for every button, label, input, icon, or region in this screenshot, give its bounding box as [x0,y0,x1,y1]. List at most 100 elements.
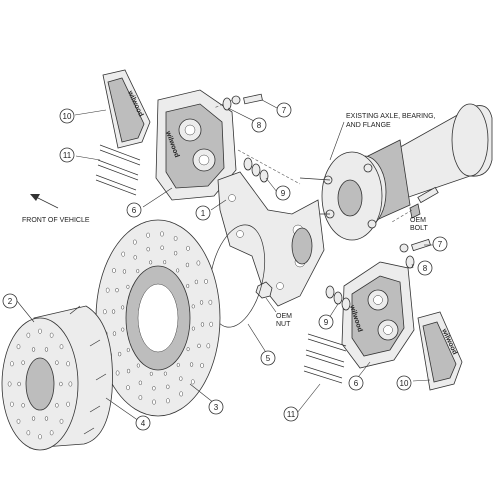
existing-axle-label-line2: AND FLANGE [346,122,391,129]
callout-washer-top: 8 [251,117,267,133]
drum-hole [59,381,63,387]
callout-circle [126,202,142,218]
callout-number: 2 [8,297,13,306]
drum-hole [49,430,54,436]
rotor-hole [163,371,167,376]
drum-hole [16,418,21,424]
oem-bolt-label-line2: BOLT [410,225,428,232]
callout-shims-bottom: 9 [318,314,334,330]
callout-number: 10 [400,379,409,388]
rotor-hole [133,239,137,245]
callout-circle [275,185,291,201]
oem-nut [255,281,273,299]
washer-top [222,97,232,111]
oem-nut-label-line1: OEM [276,313,292,320]
front-of-vehicle-arrow [30,194,59,209]
callout-ring: 5 [260,350,276,366]
callout-pad-bottom: 10 [396,375,412,391]
rotor-hole [136,268,140,274]
rotor-hole [186,245,190,251]
rotor-hole [138,380,143,386]
drum-hole [44,347,49,352]
rotor-hole [126,284,130,289]
callout-number: 10 [63,112,72,121]
drum-hole [7,381,12,387]
callout-circle [396,375,412,391]
callout-number: 11 [287,410,296,419]
callout-circle [260,350,276,366]
drum-hardware [69,305,107,435]
pins-top [95,144,141,196]
drum-hat [1,305,113,451]
rotor-hole [179,391,183,397]
callout-rotor: 3 [208,399,224,415]
rotor-hole [199,300,204,305]
caliper-top: wilwood [155,89,237,201]
callout-circle [59,147,75,163]
callout-washer-bottom: 8 [417,260,433,276]
rotor-hole [117,351,122,357]
callout-circle [432,236,448,252]
callout-number: 5 [266,354,271,363]
callout-pins-bottom: 11 [283,406,299,422]
rotor-hole [121,251,126,257]
rotor-hole [186,283,190,289]
callout-number: 7 [282,106,287,115]
front-of-vehicle-label: FRONT OF VEHICLE [22,217,90,224]
callout-circle [283,406,299,422]
drum-hole [38,328,42,334]
rotor-hole [166,398,170,404]
rotor-hole [173,250,178,256]
drum-hole [59,418,64,424]
drum-hole [59,344,64,350]
rotor-hole [138,395,143,401]
rotor-hole [196,260,201,266]
rotor-hole [149,371,153,376]
oem-bolt [391,186,439,223]
drum-hole [16,344,21,350]
rotor-hole [186,347,190,352]
callout-circle [348,375,364,391]
callout-pins-top: 11 [59,147,75,163]
drum-hole [55,360,59,365]
callout-leaders [16,99,433,422]
callout-number: 6 [132,206,137,215]
rotor-hole [209,321,213,327]
rotor-hole [166,384,170,390]
rotor-hole [176,362,180,368]
callout-shims-top: 9 [275,185,291,201]
callout-number: 4 [141,419,146,428]
callout-number: 11 [63,151,72,160]
drum-hole [21,360,25,365]
rotor-hole [176,268,180,273]
existing-axle-label-line1: EXISTING AXLE, BEARING, [346,113,436,120]
rotor-hole [121,327,125,332]
callout-drum-hardware: 4 [135,415,151,431]
drum-hole [66,401,70,407]
rotor-hole [103,309,107,315]
callout-circle [208,399,224,415]
rotor-hole [126,347,130,353]
rotor-hole [200,363,204,368]
rotor-hole [160,245,164,250]
rotor-hole [208,299,213,305]
rotor-hole [206,343,211,349]
rotor-hole [197,343,201,349]
drum-hole [26,332,31,338]
brake-pad-bottom: wilwood [417,311,463,391]
rotor-hole [191,326,195,331]
callout-number: 9 [324,318,329,327]
callout-pad-top: 10 [59,108,75,124]
bolt-bottom [399,238,431,253]
rotor-hole [126,368,131,374]
callout-circle [2,293,18,309]
oem-nut-label-line2: NUT [276,321,291,328]
drum-hole [26,430,31,436]
pins-bottom [303,333,347,384]
caliper-bottom: wilwood [341,261,415,369]
rotor-hole [111,309,116,314]
rotor-hole [173,235,178,241]
callout-caliper-bottom: 6 [348,375,364,391]
rotor-hole [121,305,125,310]
